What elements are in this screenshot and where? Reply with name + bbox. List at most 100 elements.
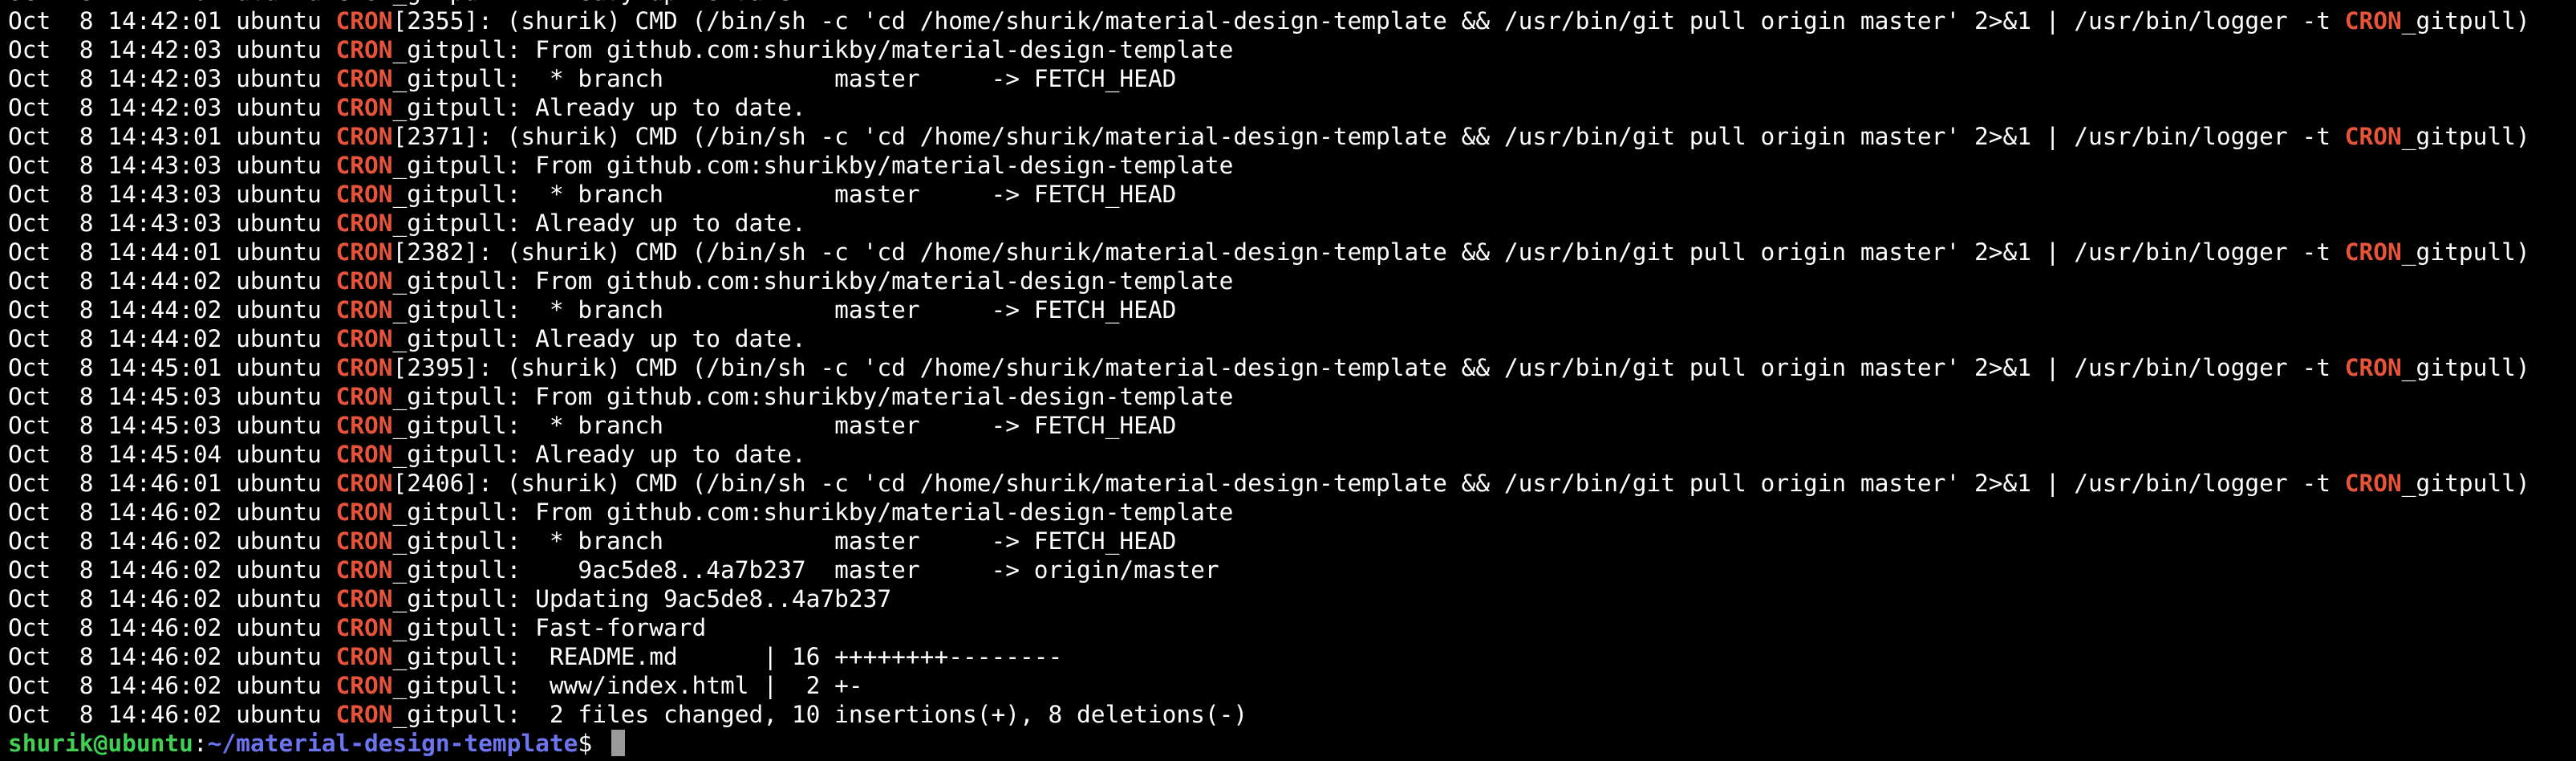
log-tag-highlight: CRON [335,238,393,266]
log-tag-highlight: CRON [2344,123,2402,150]
log-tag-highlight: CRON [335,65,393,92]
log-message: _gitpull: www/index.html | 2 +- [392,672,863,699]
log-message: _gitpull: Updating 9ac5de8..4a7b237 [392,585,892,612]
log-message: [2406]: (shurik) CMD (/bin/sh -c 'cd /ho… [392,470,2345,497]
log-line: Oct 8 14:44:02 ubuntu CRON_gitpull: * br… [8,295,2576,324]
log-line: Oct 8 14:46:02 ubuntu CRON_gitpull: Fast… [8,613,2576,642]
log-line: Oct 8 14:42:01 ubuntu CRON[2355]: (shuri… [8,6,2576,35]
prompt-line[interactable]: shurik@ubuntu:~/material-design-template… [0,729,2576,758]
log-message: [2355]: (shurik) CMD (/bin/sh -c 'cd /ho… [392,7,2345,35]
log-line: Oct 8 14:42:03 ubuntu CRON_gitpull: From… [8,35,2576,64]
log-prefix: Oct 8 14:43:03 ubuntu [8,152,336,179]
log-tag-highlight: CRON [335,123,393,150]
clipped-log-line-text: Oct 8 14:41:01 ubuntu CRON_gitpull: Alre… [8,0,806,6]
log-line: Oct 8 14:46:02 ubuntu CRON_gitpull: READ… [8,642,2576,671]
log-prefix: Oct 8 14:43:01 ubuntu [8,123,336,150]
log-line: Oct 8 14:46:02 ubuntu CRON_gitpull: www/… [8,671,2576,700]
log-message: _gitpull: 2 files changed, 10 insertions… [392,701,1248,728]
log-line: Oct 8 14:45:04 ubuntu CRON_gitpull: Alre… [8,440,2576,469]
log-tag-highlight: CRON [2344,238,2402,266]
log-message: _gitpull: * branch master -> FETCH_HEAD [392,65,1177,92]
log-prefix: Oct 8 14:43:03 ubuntu [8,210,336,237]
log-tag-highlight: CRON [335,210,393,237]
log-prefix: Oct 8 14:46:02 ubuntu [8,672,336,699]
log-tag-highlight: CRON [335,527,393,555]
prompt-path: ~/material-design-template [207,730,578,757]
log-message: [2382]: (shurik) CMD (/bin/sh -c 'cd /ho… [392,238,2345,266]
log-tag-highlight: CRON [335,267,393,295]
log-message: _gitpull: From github.com:shurikby/mater… [392,499,1234,526]
log-message: _gitpull: Already up to date. [392,210,806,237]
log-output: Oct 8 14:42:01 ubuntu CRON[2355]: (shuri… [0,6,2576,729]
log-line: Oct 8 14:46:02 ubuntu CRON_gitpull: 2 fi… [8,700,2576,729]
log-line: Oct 8 14:46:02 ubuntu CRON_gitpull: * br… [8,527,2576,555]
log-message: _gitpull: * branch master -> FETCH_HEAD [392,527,1177,555]
log-line: Oct 8 14:43:03 ubuntu CRON_gitpull: Alre… [8,209,2576,238]
text-cursor [611,730,625,756]
log-prefix: Oct 8 14:44:02 ubuntu [8,296,336,324]
log-message: _gitpull: From github.com:shurikby/mater… [392,152,1234,179]
log-line: Oct 8 14:44:02 ubuntu CRON_gitpull: From… [8,267,2576,295]
log-tag-highlight: CRON [335,672,393,699]
log-tag-highlight: CRON [335,36,393,63]
log-prefix: Oct 8 14:45:01 ubuntu [8,354,336,381]
log-tag-highlight: CRON [335,499,393,526]
log-line: Oct 8 14:42:03 ubuntu CRON_gitpull: * br… [8,64,2576,93]
log-message: _gitpull: From github.com:shurikby/mater… [392,267,1234,295]
log-tag-highlight: CRON [335,7,393,35]
log-line: Oct 8 14:45:01 ubuntu CRON[2395]: (shuri… [8,353,2576,382]
log-tag-highlight: CRON [335,585,393,612]
log-line: Oct 8 14:45:03 ubuntu CRON_gitpull: From… [8,382,2576,411]
log-prefix: Oct 8 14:42:01 ubuntu [8,7,336,35]
log-message: [2371]: (shurik) CMD (/bin/sh -c 'cd /ho… [392,123,2345,150]
log-prefix: Oct 8 14:44:02 ubuntu [8,325,336,352]
log-line: Oct 8 14:44:01 ubuntu CRON[2382]: (shuri… [8,238,2576,267]
log-tag-highlight: CRON [335,643,393,670]
log-line: Oct 8 14:43:01 ubuntu CRON[2371]: (shuri… [8,122,2576,151]
log-prefix: Oct 8 14:45:03 ubuntu [8,383,336,410]
log-message: _gitpull: From github.com:shurikby/mater… [392,383,1234,410]
log-line: Oct 8 14:46:01 ubuntu CRON[2406]: (shuri… [8,469,2576,498]
log-prefix: Oct 8 14:46:02 ubuntu [8,527,336,555]
log-prefix: Oct 8 14:44:01 ubuntu [8,238,336,266]
log-prefix: Oct 8 14:45:04 ubuntu [8,441,336,468]
log-prefix: Oct 8 14:46:02 ubuntu [8,701,336,728]
log-tag-highlight: CRON [335,152,393,179]
log-tag-highlight: CRON [335,470,393,497]
log-prefix: Oct 8 14:46:02 ubuntu [8,585,336,612]
log-suffix: _gitpull) [2401,238,2530,266]
log-line: Oct 8 14:44:02 ubuntu CRON_gitpull: Alre… [8,324,2576,353]
log-suffix: _gitpull) [2401,7,2530,35]
log-tag-highlight: CRON [335,181,393,208]
log-line: Oct 8 14:46:02 ubuntu CRON_gitpull: Upda… [8,584,2576,613]
log-prefix: Oct 8 14:46:02 ubuntu [8,643,336,670]
log-tag-highlight: CRON [335,412,393,439]
log-message: [2395]: (shurik) CMD (/bin/sh -c 'cd /ho… [392,354,2345,381]
log-message: _gitpull: * branch master -> FETCH_HEAD [392,412,1177,439]
log-prefix: Oct 8 14:46:02 ubuntu [8,614,336,641]
log-line: Oct 8 14:46:02 ubuntu CRON_gitpull: 9ac5… [8,555,2576,584]
log-tag-highlight: CRON [2344,470,2402,497]
prompt-symbol: $ [578,730,606,757]
log-tag-highlight: CRON [335,556,393,584]
prompt-separator: : [193,730,208,757]
log-suffix: _gitpull) [2401,123,2530,150]
log-prefix: Oct 8 14:42:03 ubuntu [8,36,336,63]
log-tag-highlight: CRON [335,701,393,728]
log-message: _gitpull: Already up to date. [392,441,806,468]
log-message: _gitpull: Already up to date. [392,94,806,121]
log-tag-highlight: CRON [335,354,393,381]
log-tag-highlight: CRON [335,383,393,410]
log-prefix: Oct 8 14:45:03 ubuntu [8,412,336,439]
log-tag-highlight: CRON [335,296,393,324]
log-prefix: Oct 8 14:42:03 ubuntu [8,65,336,92]
clipped-log-line: Oct 8 14:41:01 ubuntu CRON_gitpull: Alre… [0,0,2576,6]
log-tag-highlight: CRON [2344,354,2402,381]
log-suffix: _gitpull) [2401,354,2530,381]
log-prefix: Oct 8 14:44:02 ubuntu [8,267,336,295]
log-message: _gitpull: Already up to date. [392,325,806,352]
log-tag-highlight: CRON [335,614,393,641]
log-tag-highlight: CRON [335,325,393,352]
log-tag-highlight: CRON [335,94,393,121]
